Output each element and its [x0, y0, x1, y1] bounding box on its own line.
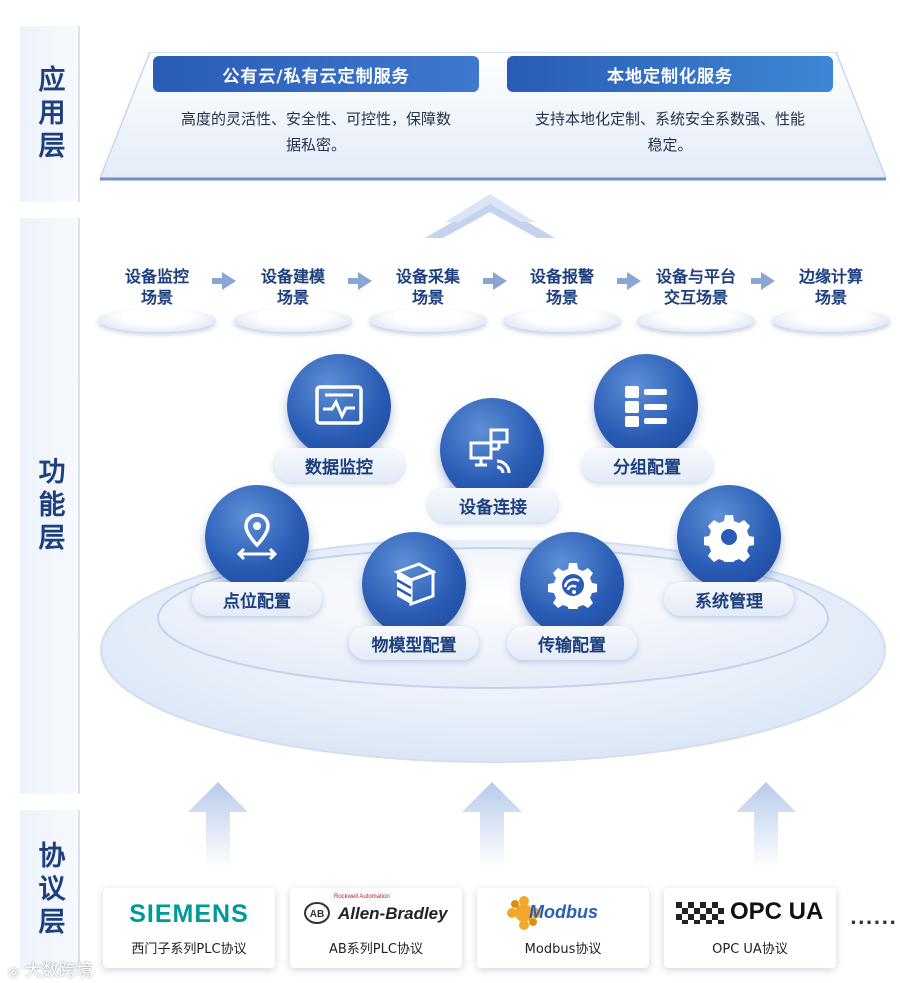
system-manage-circle	[677, 485, 781, 589]
protocol-card-opcua: OPC UA OPC UA协议	[664, 888, 836, 968]
list-group-icon	[625, 386, 667, 427]
scene-edge-compute: 边缘计算场景	[772, 262, 890, 334]
data-monitor-circle	[287, 354, 391, 458]
scene-device-platform: 设备与平台交互场景	[637, 262, 755, 334]
group-config-label: 分组配置	[582, 448, 712, 482]
protocol-card-siemens: SIEMENS 西门子系列PLC协议	[103, 888, 275, 968]
watermark-logo-icon: ◎	[8, 965, 20, 980]
arrow-right-icon	[348, 272, 372, 290]
service-cloud-desc: 高度的灵活性、安全性、可控性，保障数 据私密。	[180, 110, 451, 154]
scene-device-alarm: 设备报警场景	[503, 262, 621, 334]
protocol-card-ab: AB Rockwell Automation Allen-Bradley AB系…	[290, 888, 462, 968]
scene-device-collect: 设备采集场景	[369, 262, 487, 334]
arrow-right-icon	[483, 272, 507, 290]
arrow-up-icon	[188, 782, 248, 868]
location-pin-icon	[236, 513, 278, 561]
chevron-up-icon	[425, 194, 555, 238]
scene-device-modeling: 设备建模场景	[234, 262, 352, 334]
model-config-label: 物模型配置	[349, 626, 479, 660]
gear-icon	[704, 515, 754, 562]
arrow-right-icon	[617, 272, 641, 290]
service-cloud-title: 公有云/私有云定制服务	[153, 56, 479, 92]
modbus-logo-icon	[507, 896, 541, 930]
modbus-logo: Modbus	[529, 902, 598, 922]
data-monitor-label: 数据监控	[274, 448, 404, 482]
arrow-up-icon	[736, 782, 796, 868]
opc-ua-logo: OPC UA	[730, 898, 824, 925]
platform-base	[100, 540, 886, 763]
transfer-config-circle	[520, 532, 624, 636]
point-config-circle	[205, 485, 309, 589]
cube-model-icon	[393, 562, 437, 607]
monitor-chart-icon	[315, 385, 363, 425]
arrow-up-icon	[462, 782, 522, 868]
gear-wifi-icon	[548, 563, 597, 609]
model-config-circle	[362, 532, 466, 636]
service-local-desc: 支持本地化定制、系统安全系数强、性能 稳定。	[534, 110, 805, 154]
siemens-logo: SIEMENS	[129, 900, 249, 928]
network-devices-icon	[469, 428, 511, 473]
more-ellipsis: ......	[850, 908, 898, 929]
function-layer-label: 功能层	[20, 218, 80, 794]
protocol-layer-label: 协议层	[20, 810, 80, 970]
protocol-card-modbus: Modbus Modbus协议	[477, 888, 649, 968]
arrow-right-icon	[212, 272, 236, 290]
arrow-right-icon	[751, 272, 775, 290]
watermark: ◎ 大数跨境	[8, 961, 93, 981]
scene-device-monitor: 设备监控场景	[98, 262, 216, 334]
device-connect-circle	[440, 398, 544, 502]
point-config-label: 点位配置	[192, 582, 322, 616]
device-connect-label: 设备连接	[428, 488, 558, 522]
application-layer-label: 应用层	[20, 26, 80, 202]
opc-checker-icon	[676, 902, 728, 924]
allen-bradley-logo: Allen-Bradley	[338, 904, 448, 923]
ab-logo-icon: AB	[304, 902, 330, 924]
group-config-circle	[594, 354, 698, 458]
service-local-title: 本地定制化服务	[507, 56, 833, 92]
transfer-config-label: 传输配置	[507, 626, 637, 660]
svg-text:AB: AB	[310, 909, 324, 920]
system-manage-label: 系统管理	[664, 582, 794, 616]
